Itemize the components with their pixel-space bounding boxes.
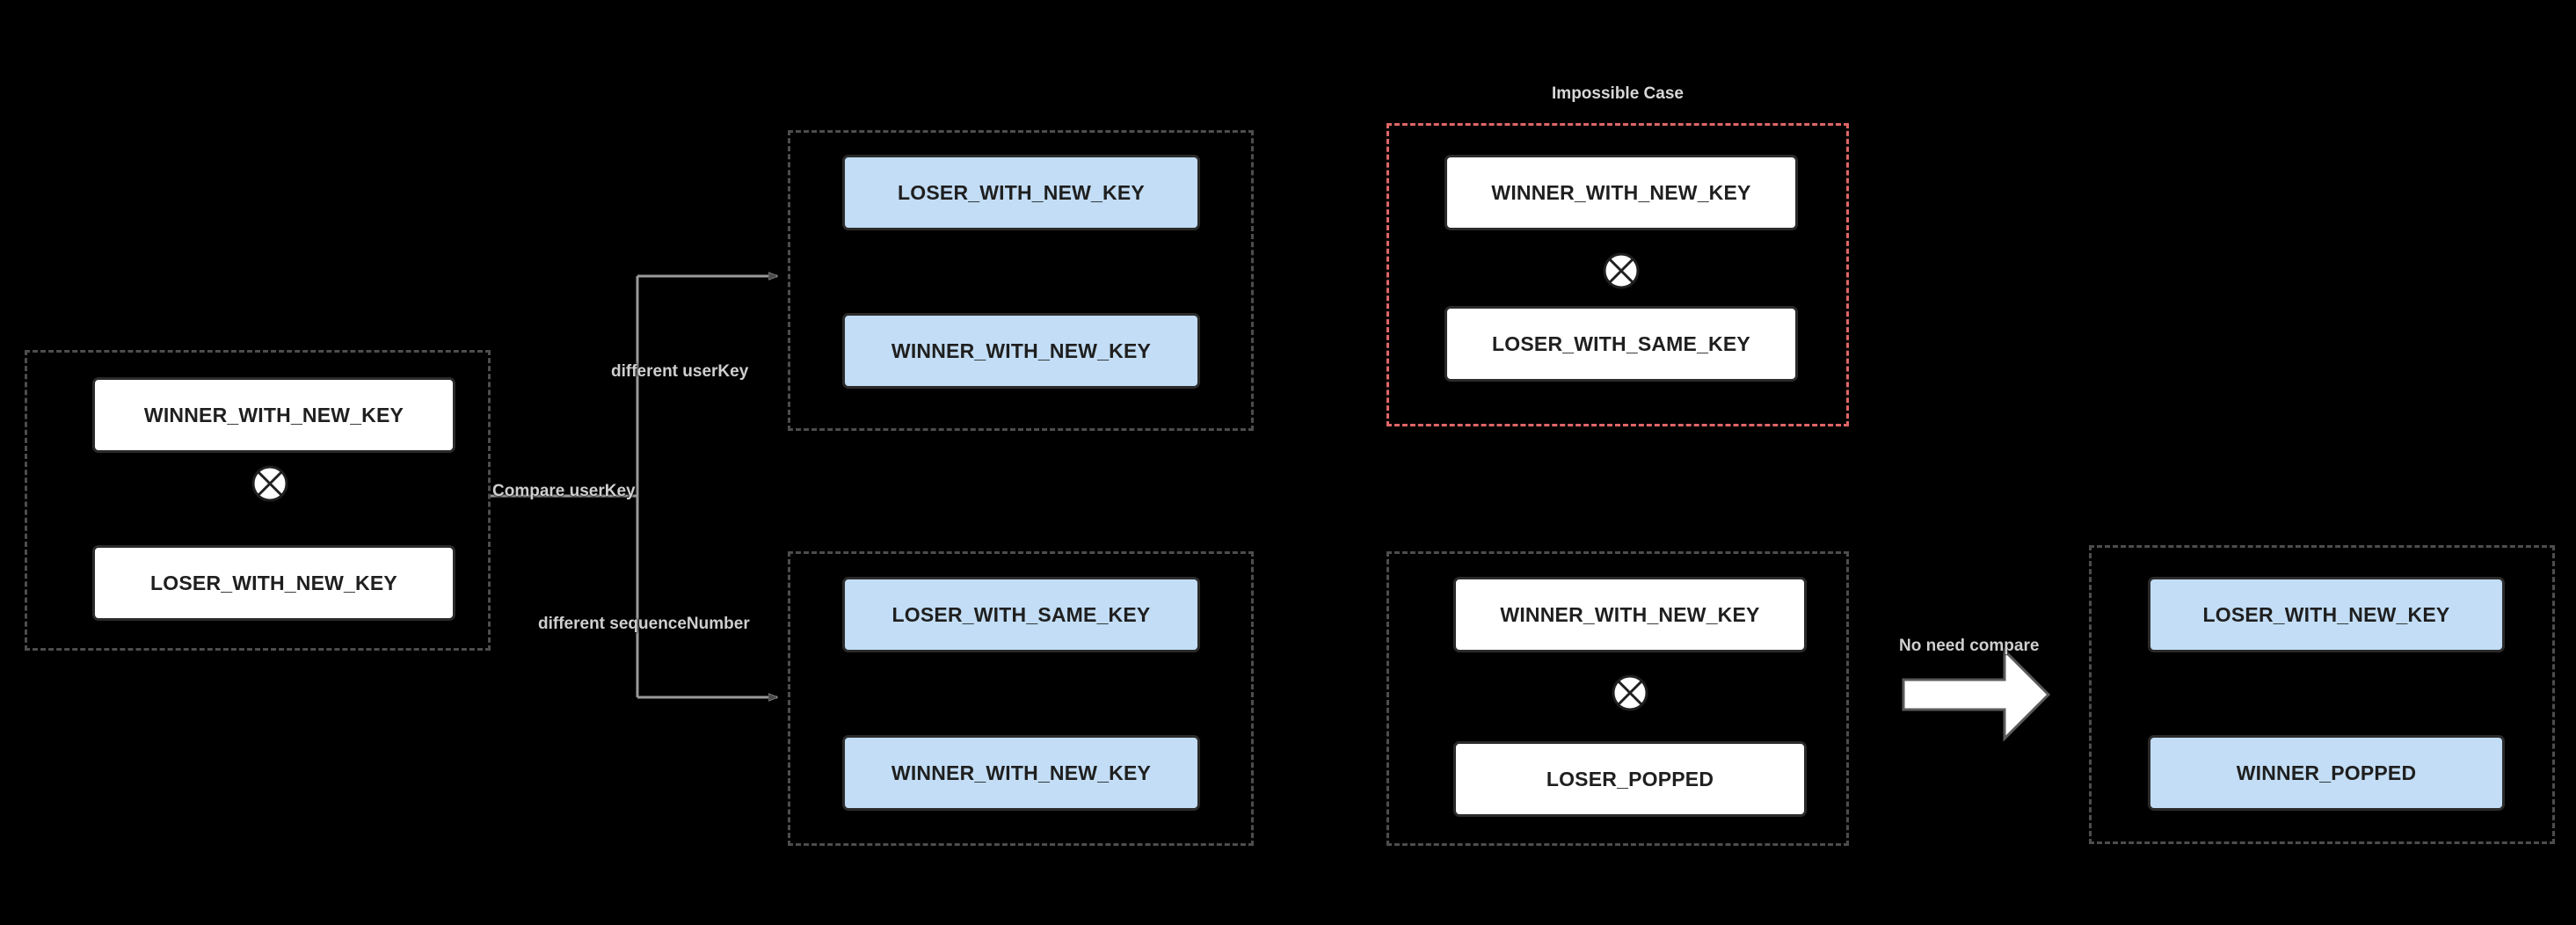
edge-label-different-sequencenumber: different sequenceNumber [538,615,750,633]
group-popped-result [2089,545,2555,844]
x-circle-icon [251,465,288,502]
group-different-userkey-result [788,130,1254,431]
node-res-loser[interactable]: LOSER_WITH_NEW_KEY [2148,577,2505,652]
edge-label-no-need-compare: No need compare [1899,637,2040,655]
node-imp-loser[interactable]: LOSER_WITH_SAME_KEY [1444,306,1798,382]
edge-label-compare-userkey: Compare userKey [492,482,636,500]
node-dsn-loser[interactable]: LOSER_WITH_SAME_KEY [842,577,1200,652]
node-imp-winner[interactable]: WINNER_WITH_NEW_KEY [1444,155,1798,230]
x-circle-icon [1612,674,1648,711]
edge-label-different-userkey: different userKey [611,362,749,381]
group-different-seqnum-result [788,551,1254,846]
node-duk-loser[interactable]: LOSER_WITH_NEW_KEY [842,155,1200,230]
node-src-loser[interactable]: LOSER_WITH_NEW_KEY [92,545,455,621]
node-res-winner[interactable]: WINNER_POPPED [2148,735,2505,811]
block-arrow-right-icon [1902,647,2051,742]
node-duk-winner[interactable]: WINNER_WITH_NEW_KEY [842,313,1200,389]
group-impossible-case [1386,123,1849,426]
x-circle-icon [1603,252,1640,289]
node-pop-loser[interactable]: LOSER_POPPED [1453,741,1807,817]
group-source [25,350,491,651]
node-pop-winner[interactable]: WINNER_WITH_NEW_KEY [1453,577,1807,652]
group-title-impossible-case: Impossible Case [1552,84,1684,103]
node-src-winner[interactable]: WINNER_WITH_NEW_KEY [92,377,455,453]
group-popped-source [1386,551,1849,846]
node-dsn-winner[interactable]: WINNER_WITH_NEW_KEY [842,735,1200,811]
